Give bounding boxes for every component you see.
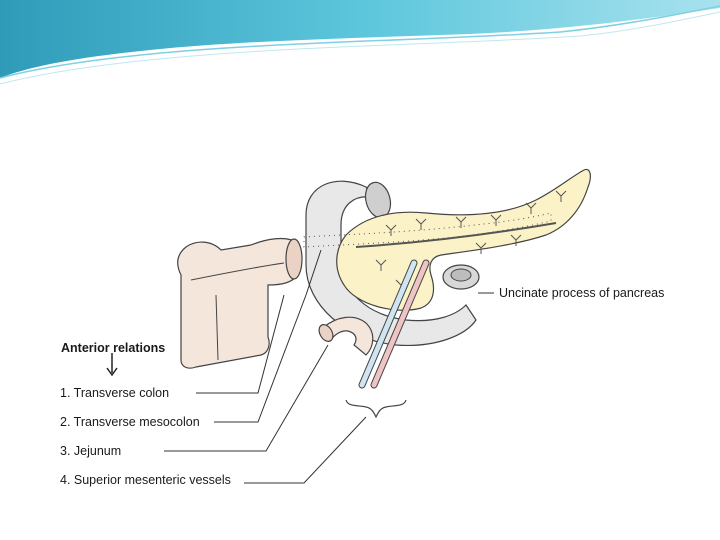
leader-line-jejunum — [164, 344, 329, 452]
transverse-colon-shape — [177, 237, 303, 369]
label-transverse-mesocolon: 2. Transverse mesocolon — [60, 415, 200, 429]
label-superior-mesenteric-vessels: 4. Superior mesenteric vessels — [60, 473, 231, 487]
cut-vessel-shape — [442, 264, 480, 290]
leader-line-mesocolon — [214, 249, 322, 423]
slide-header-wave — [0, 0, 720, 85]
down-arrow — [106, 353, 118, 377]
heading-anterior-relations: Anterior relations — [61, 341, 166, 355]
pancreas-shape — [303, 168, 591, 311]
mesenteric-vessels-shape — [358, 259, 430, 389]
leader-line-colon — [196, 294, 285, 394]
jejunum-shape — [318, 316, 374, 356]
vessels-brace — [345, 399, 407, 419]
anatomy-figure: Anterior relations 1. Transverse colon 2… — [36, 155, 684, 493]
label-transverse-colon: 1. Transverse colon — [60, 386, 170, 400]
label-jejunum: 3. Jejunum — [60, 444, 122, 458]
pancreas-illustration — [36, 155, 684, 493]
label-uncinate-process: Uncinate process of pancreas — [499, 286, 665, 300]
leader-line-vessels — [244, 416, 367, 484]
